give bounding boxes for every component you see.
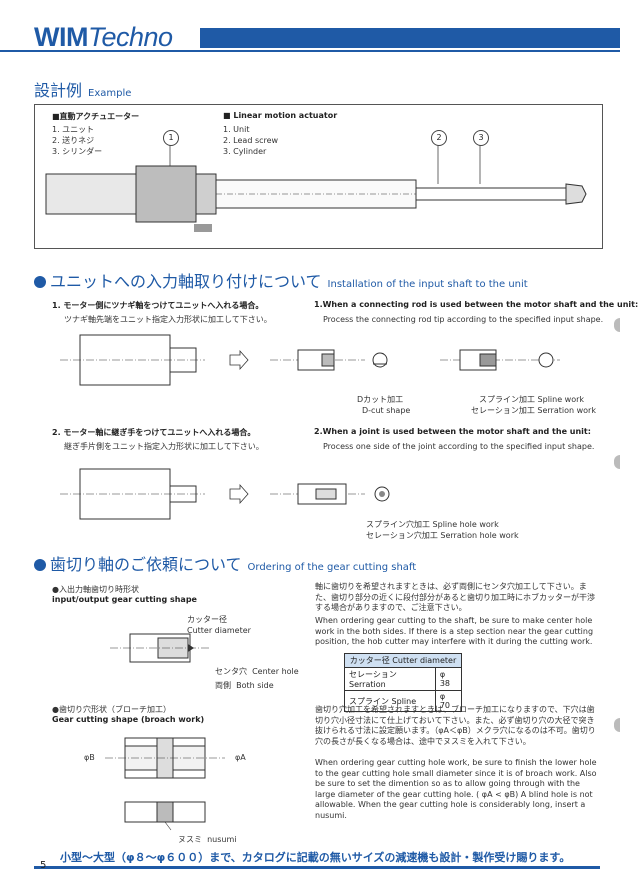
section-bullet-icon bbox=[34, 559, 46, 571]
gear-shaft-title: 歯切り軸のご依頼について Ordering of the gear cutting… bbox=[34, 551, 416, 575]
broach-en: Gear cutting shape (broach work) bbox=[52, 715, 205, 724]
gear-shaft-title-en: Ordering of the gear cutting shaft bbox=[247, 562, 417, 573]
spline-hole-jp: スプライン穴加工 bbox=[366, 520, 430, 529]
case1-drawing bbox=[60, 334, 560, 386]
callout-3: 3 bbox=[473, 130, 489, 146]
serration-en: Serration work bbox=[537, 406, 596, 415]
section-bullet-icon bbox=[34, 276, 46, 288]
gear-shaft-title-jp: 歯切り軸のご依頼について bbox=[50, 555, 242, 574]
dcut-jp: Dカット加工 bbox=[357, 395, 404, 404]
broach-jp: ●歯切り穴形状（ブローチ加工） bbox=[52, 705, 171, 714]
example-title: 設計例 Example bbox=[34, 77, 131, 101]
spline-jp: スプライン加工 bbox=[479, 395, 535, 404]
nusumi-jp: ヌスミ bbox=[178, 835, 202, 844]
table-header: カッター径 Cutter diameter bbox=[344, 653, 462, 668]
note2-jp: 歯切り穴加工を希望されますときは、ブローチ加工になりますので、下穴は歯切り穴小径… bbox=[315, 705, 596, 746]
phi-b-label: φB bbox=[84, 753, 95, 762]
nusumi-en: nusumi bbox=[207, 835, 237, 844]
example-title-en: Example bbox=[88, 88, 132, 99]
note1-en: When ordering gear cutting to the shaft,… bbox=[315, 616, 594, 646]
phi-a-label: φA bbox=[235, 753, 246, 762]
input-shaft-title-en: Installation of the input shaft to the u… bbox=[327, 279, 528, 290]
spline-hole-label: スプライン穴加工 Spline hole work bbox=[366, 519, 499, 530]
logo-techno: Techno bbox=[87, 22, 173, 52]
case2-jp: 2. モーター軸に継ぎ手をつけてユニットへ入れる場合。 bbox=[52, 428, 256, 437]
callout-1: 1 bbox=[163, 130, 179, 146]
example-jp-list: 1. ユニット 2. 送りネジ 3. シリンダー bbox=[52, 124, 102, 157]
input-shaft-title-jp: ユニットへの入力軸取り付けについて bbox=[50, 272, 322, 291]
cutter-dia-en: Cutter diameter bbox=[187, 626, 251, 635]
nusumi-label: ヌスミ nusumi bbox=[178, 834, 237, 845]
case2-jp-desc: 継ぎ手片側をユニット指定入力形状に加工して下さい。 bbox=[64, 442, 264, 451]
case1-jp: 1. モーター側にツナギ軸をつけてユニットへ入れる場合。 bbox=[52, 301, 264, 310]
case2-en: 2.When a joint is used between the motor… bbox=[314, 427, 591, 436]
table-cell-value: φ 70 bbox=[434, 690, 463, 712]
example-jp-item: 1. ユニット bbox=[52, 125, 95, 134]
broach-drawing bbox=[105, 737, 225, 831]
footer-text: 小型～大型（φ８～φ６００）まで、カタログに記載の無いサイズの減速機も設計・製作… bbox=[60, 851, 571, 864]
example-jp-item: 3. シリンダー bbox=[52, 147, 103, 156]
note1-jp: 軸に歯切りを希望されますときは、必ず両側にセンタ穴加工して下さい。また、歯切り部… bbox=[315, 582, 595, 612]
case2-drawing bbox=[60, 468, 390, 520]
table-header-row: カッター径 Cutter diameter bbox=[344, 653, 462, 668]
cutter-dia-jp: カッター径 bbox=[187, 615, 227, 624]
spline-label: スプライン加工 Spline work bbox=[479, 394, 584, 405]
input-shaft-title: ユニットへの入力軸取り付けについて Installation of the inp… bbox=[34, 268, 528, 292]
serration-hole-en: Serration hole work bbox=[440, 531, 519, 540]
case2-en-desc: Process one side of the joint according … bbox=[323, 442, 595, 451]
table-cell-value: φ 38 bbox=[434, 667, 463, 691]
header-bar bbox=[200, 28, 620, 48]
spline-hole-en: Spline hole work bbox=[432, 520, 499, 529]
serration-label: セレーション加工 Serration work bbox=[471, 405, 596, 416]
example-en-item: 2. Lead screw bbox=[223, 136, 279, 145]
table-cell-name: セレーション Serration bbox=[344, 667, 436, 691]
example-jp-heading: ■直動アクチュエーター bbox=[52, 112, 140, 121]
serration-hole-label: セレーション穴加工 Serration hole work bbox=[366, 530, 519, 541]
callout-2: 2 bbox=[431, 130, 447, 146]
serration-hole-jp: セレーション穴加工 bbox=[366, 531, 438, 540]
center-hole-label: センタ穴 Center hole bbox=[215, 666, 299, 677]
page-edge-tab bbox=[614, 455, 620, 469]
logo-wim: WIM bbox=[34, 22, 88, 52]
io-shape-en: input/output gear cutting shape bbox=[52, 595, 197, 604]
page-edge-tab bbox=[614, 318, 620, 332]
case1-jp-desc: ツナギ軸先端をユニット指定入力形状に加工して下さい。 bbox=[64, 315, 272, 324]
header-stripe bbox=[0, 50, 620, 52]
gear-shaft-drawing bbox=[110, 633, 210, 663]
example-en-heading: ■ Linear motion actuator bbox=[223, 111, 338, 120]
both-side-label: 両側 Both side bbox=[215, 680, 274, 691]
dcut-en: D-cut shape bbox=[362, 406, 411, 415]
page-edge-tab bbox=[614, 718, 620, 732]
center-hole-en: Center hole bbox=[252, 667, 299, 676]
center-hole-jp: センタ穴 bbox=[215, 667, 247, 676]
serration-jp: セレーション加工 bbox=[471, 406, 535, 415]
both-side-en: Both side bbox=[236, 681, 274, 690]
example-en-list: 1. Unit 2. Lead screw 3. Cylinder bbox=[223, 124, 278, 157]
case1-en-desc: Process the connecting rod tip according… bbox=[323, 315, 604, 324]
example-en-item: 3. Cylinder bbox=[223, 147, 267, 156]
wim-techno-logo: WIMTechno bbox=[34, 22, 173, 53]
example-en-item: 1. Unit bbox=[223, 125, 250, 134]
example-jp-item: 2. 送りネジ bbox=[52, 136, 95, 145]
spline-en: Spline work bbox=[537, 395, 585, 404]
both-side-jp: 両側 bbox=[215, 681, 231, 690]
example-title-jp: 設計例 bbox=[34, 81, 83, 100]
case1-en: 1.When a connecting rod is used between … bbox=[314, 300, 638, 309]
actuator-drawing bbox=[45, 146, 587, 232]
page-number: 5 bbox=[40, 860, 47, 871]
note2-en: When ordering gear cutting hole work, be… bbox=[315, 758, 597, 820]
io-shape-jp: ●入出力軸歯切り時形状 bbox=[52, 585, 139, 594]
footer-line bbox=[34, 866, 600, 869]
